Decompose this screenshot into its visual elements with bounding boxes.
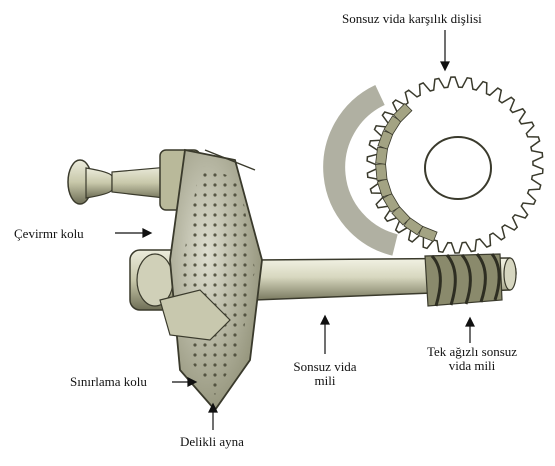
label-crank-handle: Çevirmr kolu [14,226,84,241]
gear-tooth-shade [375,163,388,181]
callout-arrows [115,30,475,430]
hub [129,249,181,311]
arrow-worm-gear [440,30,450,72]
label-worm-shaft: Sonsuz vida mili [280,360,370,388]
arrow-worm-shaft [320,314,330,354]
arrow-crank [115,228,153,238]
label-index-plate: Delikli ayna [180,434,244,449]
label-worm-shaft-line1: Sonsuz vida [293,359,357,374]
label-limiting-arm: Sınırlama kolu [70,374,147,389]
gear-tooth-shade [392,102,413,123]
index-plate [159,148,263,412]
label-worm-shaft-line2: mili [314,373,336,388]
label-single-start-worm: Tek ağızlı sonsuz vida mili [412,345,532,373]
arrow-limiting-arm [172,377,198,387]
label-single-start-line2: vida mili [448,358,496,373]
label-worm-gear: Sonsuz vida karşılık dişlisi [342,11,482,26]
worm-thread [424,253,503,307]
gear-tooth-shade [375,146,389,165]
label-single-start-line1: Tek ağızlı sonsuz [426,344,518,359]
worm-wheel [323,76,544,256]
arrow-index-plate [208,402,218,430]
arrow-single-start [465,316,475,343]
gear-bore [424,136,492,200]
